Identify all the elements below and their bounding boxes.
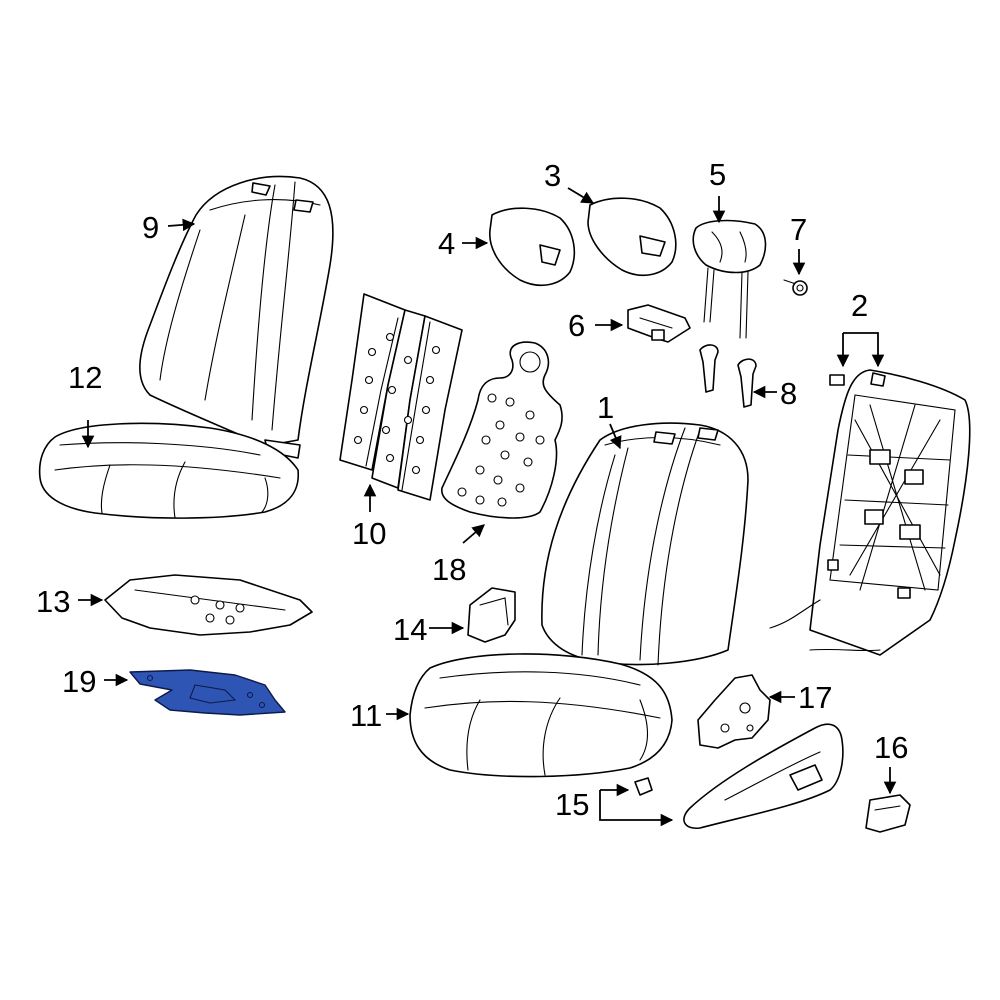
part-10-back-pads[interactable]	[339, 293, 463, 501]
part-10-holes	[353, 332, 441, 475]
part-14-side-trim[interactable]	[467, 587, 516, 643]
callout-6: 6	[568, 308, 585, 343]
part-4-headrest-cover[interactable]	[489, 207, 576, 287]
callout-labels: 9 12 10 18 4 3 5 7 6 8 1 2 13 19 14 11 1…	[36, 157, 908, 822]
callout-3: 3	[544, 158, 561, 193]
part-5-headrest-frame[interactable]	[692, 219, 767, 339]
callout-2: 2	[851, 288, 868, 323]
callout-8: 8	[780, 376, 797, 411]
callout-1: 1	[597, 390, 614, 425]
part-8-headrest-guides[interactable]	[699, 344, 757, 408]
part-16-trim-cover[interactable]	[865, 794, 911, 833]
part-3-headrest[interactable]	[587, 197, 677, 277]
callout-17: 17	[798, 680, 832, 715]
part-2-mesh	[839, 404, 951, 591]
callout-19: 19	[62, 664, 96, 699]
part-2-seat-back-frame[interactable]	[769, 369, 971, 656]
callout-13: 13	[36, 584, 70, 619]
callout-5: 5	[709, 157, 726, 192]
callout-12: 12	[68, 360, 102, 395]
callout-15: 15	[555, 787, 589, 822]
part-1-seat-back-assembly[interactable]	[541, 422, 749, 666]
part-18-back-heater-mat[interactable]	[441, 341, 563, 519]
part-9-seat-back-cover[interactable]	[139, 175, 334, 459]
callout-11: 11	[350, 698, 382, 733]
part-19-cushion-heater[interactable]	[129, 669, 286, 716]
part-18-holes	[457, 393, 545, 507]
part-7-bolt[interactable]	[783, 279, 808, 296]
part-13-cushion-pan[interactable]	[104, 574, 313, 636]
callout-16: 16	[874, 730, 908, 765]
part-17-recliner-bracket[interactable]	[697, 674, 771, 749]
leader-lines	[78, 187, 897, 827]
part-15-side-shield[interactable]	[634, 723, 844, 830]
part-11-seat-cushion-assembly[interactable]	[409, 653, 673, 778]
callout-14: 14	[393, 612, 427, 647]
callout-4: 4	[438, 226, 455, 261]
part-6-bracket[interactable]	[627, 304, 691, 343]
callout-9: 9	[142, 210, 159, 245]
callout-10: 10	[352, 516, 386, 551]
callout-7: 7	[790, 212, 807, 247]
callout-18: 18	[432, 552, 466, 587]
part-12-seat-cushion-cover[interactable]	[38, 422, 300, 519]
